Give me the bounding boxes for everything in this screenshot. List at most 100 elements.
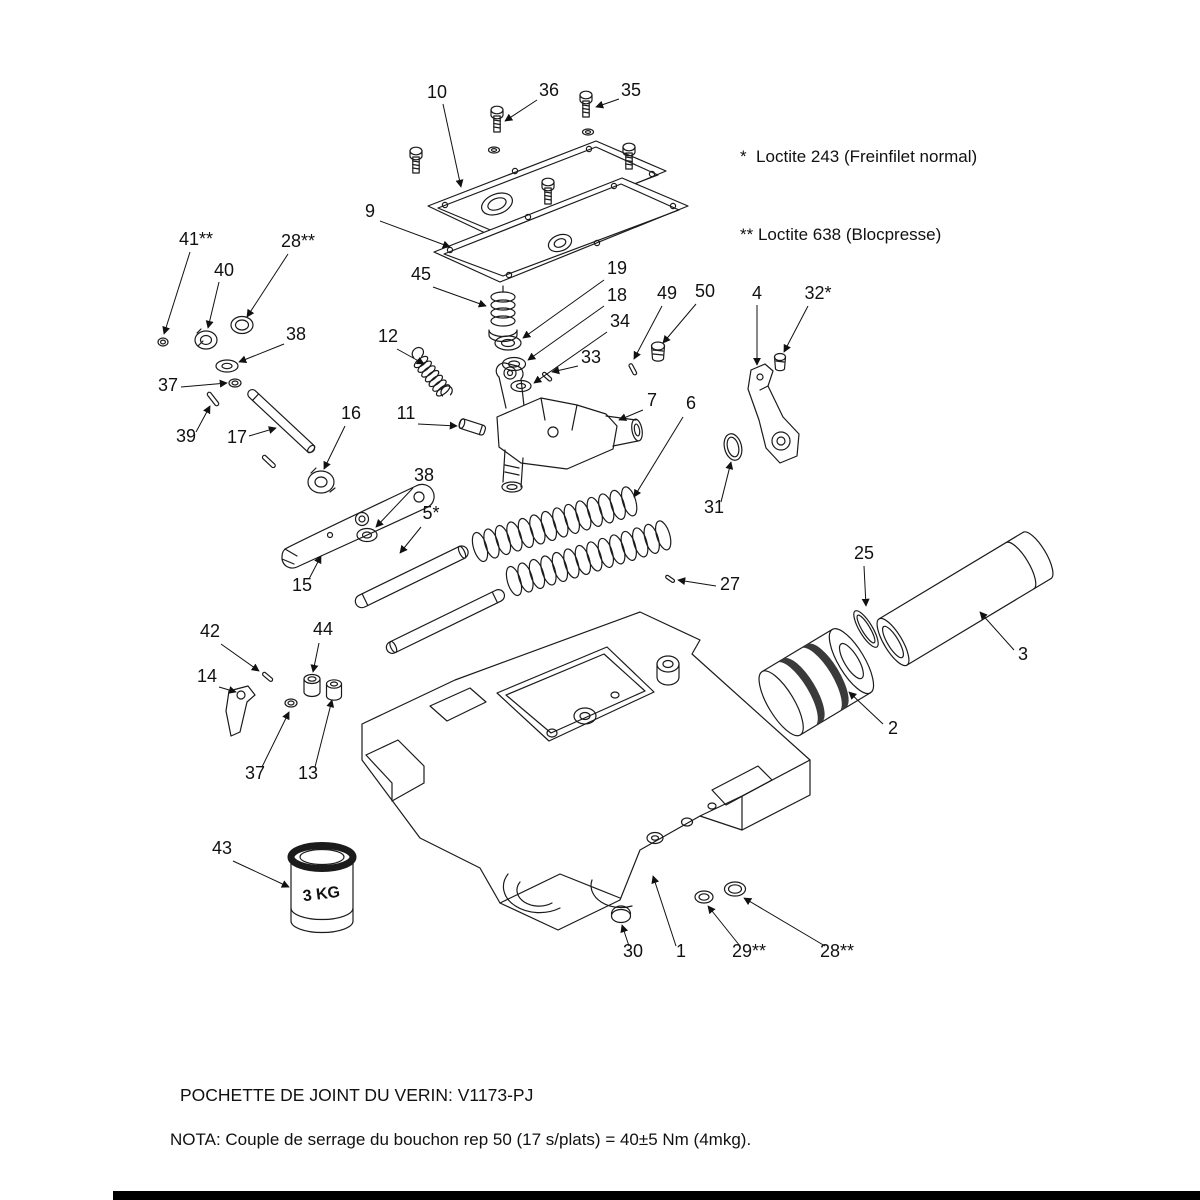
part-label-30: 30 (623, 941, 643, 961)
leader-line-7 (618, 409, 644, 421)
footer-pochette-text: POCHETTE DE JOINT DU VERIN: V1173-PJ (180, 1085, 534, 1105)
leader-line-35 (595, 98, 620, 109)
leader-line-29 (707, 905, 741, 947)
leader-line-32 (783, 305, 809, 353)
part-label-17: 17 (227, 427, 247, 447)
screws-35-36-drawing (409, 90, 636, 251)
part-label-9: 9 (365, 201, 375, 221)
piston-2-drawing (758, 628, 875, 737)
ring-29-drawing (694, 890, 714, 904)
leader-line-10 (442, 103, 464, 188)
part-label-45: 45 (411, 264, 431, 284)
part-label-40: 40 (214, 260, 234, 280)
leader-line-28a (246, 253, 289, 318)
rod-17-drawing (247, 388, 316, 469)
link-4-drawing (723, 363, 800, 464)
part-label-15: 15 (292, 575, 312, 595)
leader-line-45 (432, 286, 487, 308)
leader-line-41 (162, 251, 191, 335)
leader-line-6 (633, 416, 684, 498)
ring-37-bottom-drawing (284, 698, 298, 708)
leader-line-37a (180, 379, 228, 388)
leader-line-14 (218, 686, 237, 694)
main-body-drawing (361, 611, 811, 931)
leader-line-28c (743, 897, 826, 947)
part-label-1: 1 (676, 941, 686, 961)
part-label-35: 35 (621, 80, 641, 100)
footer-nota-text: NOTA: Couple de serrage du bouchon rep 5… (170, 1130, 752, 1149)
leader-line-43 (232, 860, 290, 888)
ring-28-bottom-drawing (723, 881, 747, 897)
spring-45-drawing (488, 285, 518, 343)
leader-line-27 (677, 577, 717, 587)
leader-line-18 (527, 305, 605, 361)
part-label-11: 11 (397, 403, 416, 423)
part-label-39: 39 (176, 426, 196, 446)
part-label-31: 31 (704, 497, 724, 517)
part-label-14: 14 (197, 666, 217, 686)
bracket-14-drawing (225, 685, 256, 737)
leader-line-34 (533, 331, 608, 384)
leader-line-17 (248, 426, 277, 437)
part-label-3: 3 (1018, 644, 1028, 664)
pin-42-drawing (261, 671, 274, 682)
part-label-36: 36 (539, 80, 559, 100)
loctite-notes: * Loctite 243 (Freinfilet normal) ** Loc… (740, 92, 977, 300)
part-label-42: 42 (200, 621, 220, 641)
loctite-note-2: ** Loctite 638 (Blocpresse) (740, 225, 942, 244)
part-label-50: 50 (695, 281, 715, 301)
oring-25-drawing (853, 610, 879, 648)
part-label-34: 34 (610, 311, 630, 331)
leader-line-12 (396, 348, 425, 365)
leader-line-37b (261, 711, 290, 768)
rings-top-left-drawing (157, 315, 254, 407)
rod-5-drawing (354, 545, 506, 654)
leader-line-30 (620, 924, 630, 947)
leader-line-11 (417, 421, 458, 430)
weight-43-drawing: 3 KG (287, 842, 357, 934)
leader-line-5 (399, 526, 422, 554)
leader-line-19 (522, 279, 605, 339)
pin-11-drawing (458, 418, 487, 436)
bushing-16-drawing (307, 467, 336, 494)
part-label-18: 18 (607, 285, 627, 305)
part-label-5: 5* (422, 503, 439, 523)
spring-6-lower (502, 518, 675, 598)
frame-bottom-bar (113, 1191, 1200, 1200)
part-label-25: 25 (854, 543, 874, 563)
part-label-27: 27 (720, 574, 740, 594)
part-label-41: 41** (179, 229, 213, 249)
leader-line-2 (848, 691, 884, 725)
pump-body-7-drawing (495, 362, 643, 493)
part-label-16: 16 (341, 403, 361, 423)
part-label-37b: 37 (245, 763, 265, 783)
weight-label: 3 KG (302, 884, 341, 905)
part-label-38a: 38 (286, 324, 306, 344)
spring-6-upper (468, 484, 641, 564)
part-label-28c: 28** (820, 941, 854, 961)
part-label-49: 49 (657, 283, 677, 303)
leader-line-44 (310, 642, 320, 673)
bushing-13-drawing (325, 679, 343, 701)
leader-line-33 (551, 365, 579, 375)
leader-line-3 (979, 611, 1015, 651)
leader-line-42 (220, 643, 260, 672)
leader-line-31 (720, 461, 734, 503)
leader-lines-layer (162, 98, 1015, 947)
part-label-29: 29** (732, 941, 766, 961)
part-label-13: 13 (298, 763, 318, 783)
lever-15-drawing (281, 483, 435, 569)
leader-line-36 (504, 99, 538, 122)
leader-line-49 (633, 305, 663, 360)
cap-30-drawing (610, 905, 632, 924)
spring-12-drawing (411, 347, 453, 399)
part-label-2: 2 (888, 718, 898, 738)
leader-line-13 (314, 699, 335, 768)
ram-3-drawing (876, 531, 1054, 667)
part-label-37a: 37 (158, 375, 178, 395)
part-label-44: 44 (313, 619, 333, 639)
part-label-19: 19 (607, 258, 627, 278)
part-label-7: 7 (647, 390, 657, 410)
